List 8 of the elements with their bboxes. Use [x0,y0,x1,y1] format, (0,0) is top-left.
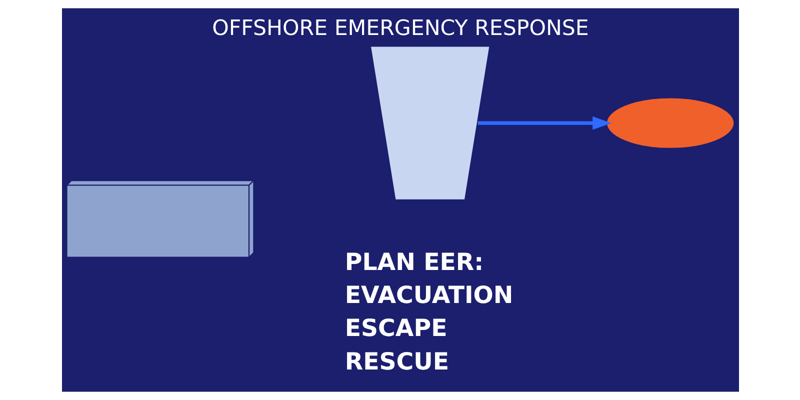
arrow [477,116,612,130]
node-picture [369,46,490,201]
label: EVACUATION [344,280,513,309]
label: RESCUE [344,347,449,376]
label: ESCAPE [344,314,447,342]
node-boat [605,97,734,150]
label: PLAN EER: [344,248,484,276]
diagram-title: OFFSHORE EMERGENCY RESPONSE [212,16,588,41]
